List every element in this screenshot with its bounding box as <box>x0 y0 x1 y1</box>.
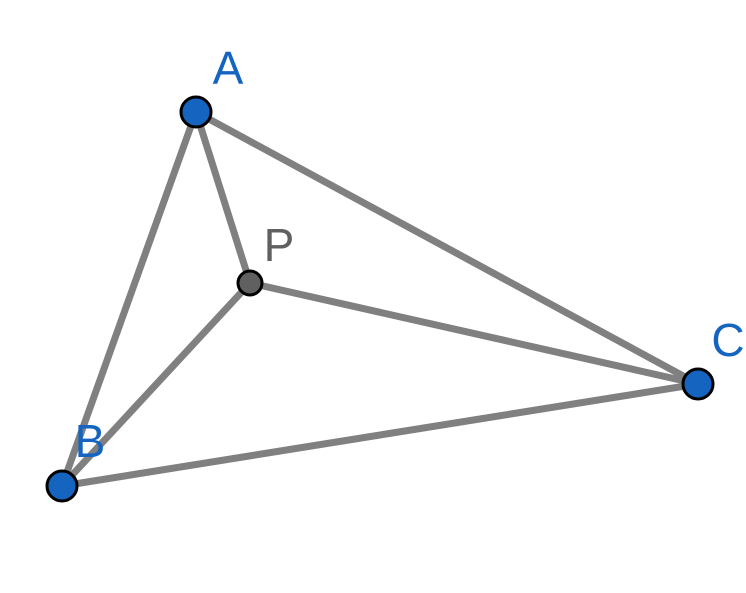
segment-pc <box>246 279 702 388</box>
segment-bc <box>58 380 702 490</box>
point-c[interactable] <box>681 367 715 401</box>
labels-layer: A B C P <box>75 42 745 467</box>
segment-pa <box>192 108 254 287</box>
label-a: A <box>213 42 244 94</box>
point-p[interactable] <box>236 269 264 297</box>
point-b[interactable] <box>45 469 79 503</box>
label-c: C <box>711 314 744 366</box>
segment-ab <box>58 108 200 490</box>
label-b: B <box>75 415 106 467</box>
label-p: P <box>264 219 295 271</box>
points-layer <box>45 95 715 503</box>
segment-ac <box>192 108 702 388</box>
segment-pb <box>58 279 254 490</box>
segments-layer <box>58 108 702 490</box>
point-a[interactable] <box>179 95 213 129</box>
